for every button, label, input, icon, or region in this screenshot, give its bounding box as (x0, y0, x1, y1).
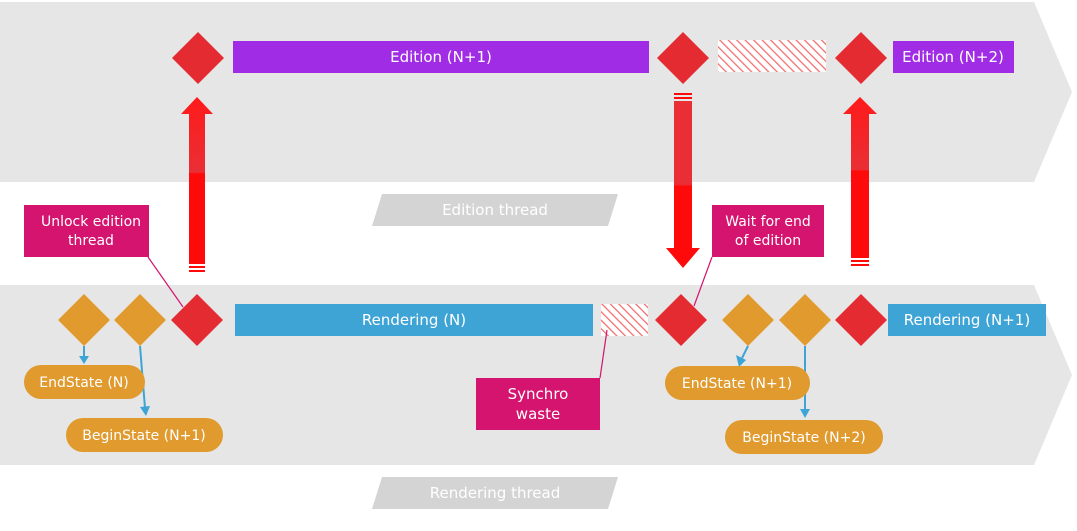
edition-lane (0, 2, 1072, 182)
svg-text:Wait for end: Wait for end (725, 214, 810, 230)
rendering-thread-tag: Rendering thread (372, 477, 618, 509)
svg-text:Synchro: Synchro (508, 385, 569, 403)
callout-synchro-waste: Synchro waste (476, 378, 600, 430)
svg-text:of edition: of edition (735, 233, 801, 249)
callout-lines (147, 256, 713, 379)
edition-bar-n2 (893, 41, 1014, 73)
callout-unlock-edition: Unlock edition thread (24, 205, 149, 257)
state-diamond (58, 294, 110, 346)
sync-diamond (657, 32, 709, 84)
rendering-bar-n1 (888, 304, 1046, 336)
up-arrow (843, 97, 877, 266)
state-diamond (722, 294, 774, 346)
sync-diamond (171, 294, 223, 346)
svg-text:EndState (N+1): EndState (N+1) (682, 376, 792, 392)
svg-text:thread: thread (68, 233, 114, 249)
state-diamond (114, 294, 166, 346)
svg-text:waste: waste (516, 405, 560, 423)
svg-text:Edition thread: Edition thread (442, 201, 548, 219)
sync-diamond (655, 294, 707, 346)
sync-diamond (835, 32, 887, 84)
state-diamond (779, 294, 831, 346)
svg-text:EndState (N): EndState (N) (39, 375, 129, 391)
rendering-bar-n1-label: Rendering (N+1) (904, 311, 1030, 329)
edition-bar-n1-label: Edition (N+1) (390, 48, 492, 66)
edition-bar-n2-label: Edition (N+2) (902, 48, 1004, 66)
synchro-waste-hatch (601, 304, 648, 336)
svg-text:Rendering thread: Rendering thread (430, 484, 561, 502)
callout-wait-edition: Wait for end of edition (712, 205, 824, 257)
state-pill-begin-n1: BeginState (N+1) (66, 418, 223, 452)
edition-bar-n1 (233, 41, 649, 73)
sync-diamond (835, 294, 887, 346)
state-pill-begin-n2: BeginState (N+2) (725, 420, 883, 454)
rendering-bar-n-label: Rendering (N) (362, 311, 466, 329)
sync-diamond (172, 32, 224, 84)
state-pill-end-n1: EndState (N+1) (665, 366, 810, 400)
down-arrow (666, 93, 700, 268)
svg-text:BeginState (N+1): BeginState (N+1) (82, 428, 205, 444)
up-arrow (181, 97, 213, 272)
edition-waste-hatch (718, 40, 826, 72)
svg-text:BeginState (N+2): BeginState (N+2) (742, 430, 865, 446)
svg-text:Unlock edition: Unlock edition (41, 214, 141, 230)
rendering-bar-n (235, 304, 593, 336)
edition-thread-tag: Edition thread (372, 194, 618, 226)
state-pill-end-n: EndState (N) (24, 365, 145, 399)
